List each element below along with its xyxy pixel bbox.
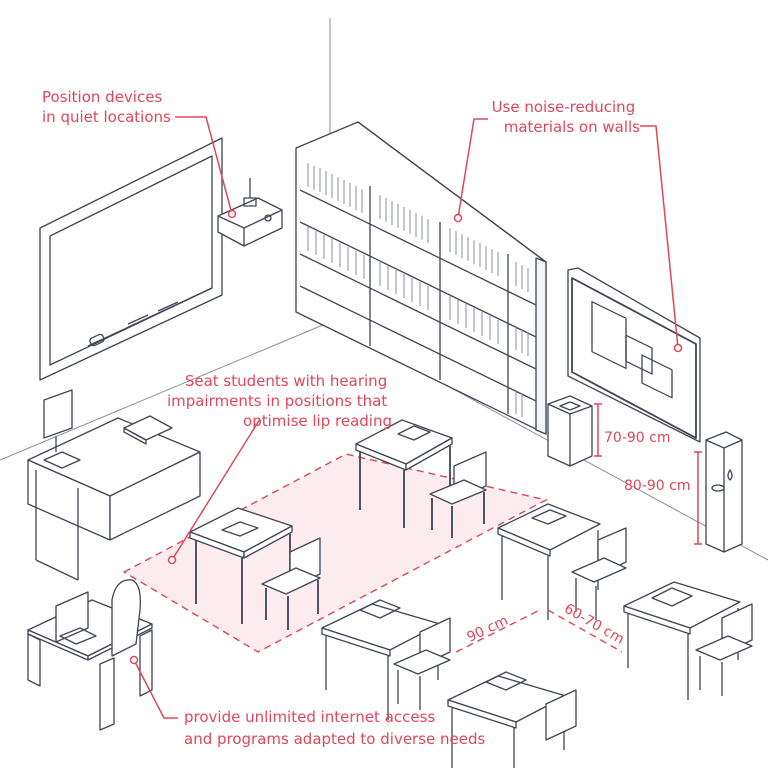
dim-bin-height: 70-90 cm [604, 430, 670, 446]
dim-aisle-gap: 60-70 cm [561, 601, 627, 648]
noticeboard [567, 267, 701, 443]
lip-reading-seat-zone [122, 453, 548, 653]
bookshelf-rows [299, 186, 537, 414]
projector-device [217, 178, 283, 247]
annotation-internet: provide unlimited internet access and pr… [184, 708, 486, 748]
whiteboard [39, 137, 223, 381]
annotation-walls-line2: materials on walls [504, 118, 640, 136]
annotation-walls: Use noise-reducing materials on walls [492, 98, 641, 136]
waste-bin [547, 395, 593, 467]
annotation-internet-line1: provide unlimited internet access [184, 708, 435, 726]
student-desk-zone-front [189, 507, 321, 630]
annotation-seating-line1: Seat students with hearing [185, 372, 387, 390]
annotation-leaders [129, 116, 683, 719]
student-desk-right-2 [623, 581, 753, 700]
bookshelf [295, 121, 547, 435]
student-desk-middle [321, 599, 451, 720]
annotation-devices-line2: in quiet locations [42, 108, 171, 126]
student-desk-zone-back [355, 419, 487, 538]
teacher-desk [27, 389, 201, 581]
computer-workstation [27, 579, 153, 731]
bookshelf-books [307, 163, 529, 417]
student-desk-front [447, 671, 577, 768]
annotation-internet-line2: and programs adapted to diverse needs [184, 730, 486, 748]
water-fountain [705, 431, 743, 553]
annotation-walls-line1: Use noise-reducing [492, 98, 636, 116]
annotation-devices-line1: Position devices [42, 88, 162, 106]
dim-fountain-height: 80-90 cm [624, 478, 690, 494]
annotation-seating-line3: optimise lip reading [243, 412, 392, 430]
annotation-devices: Position devices in quiet locations [42, 88, 171, 126]
annotation-seating: Seat students with hearing impairments i… [167, 372, 392, 430]
dimension-markers [455, 403, 702, 653]
student-desk-right-1 [497, 503, 627, 620]
dim-desk-gap: 90 cm [464, 613, 510, 646]
annotation-seating-line2: impairments in positions that [167, 392, 387, 410]
